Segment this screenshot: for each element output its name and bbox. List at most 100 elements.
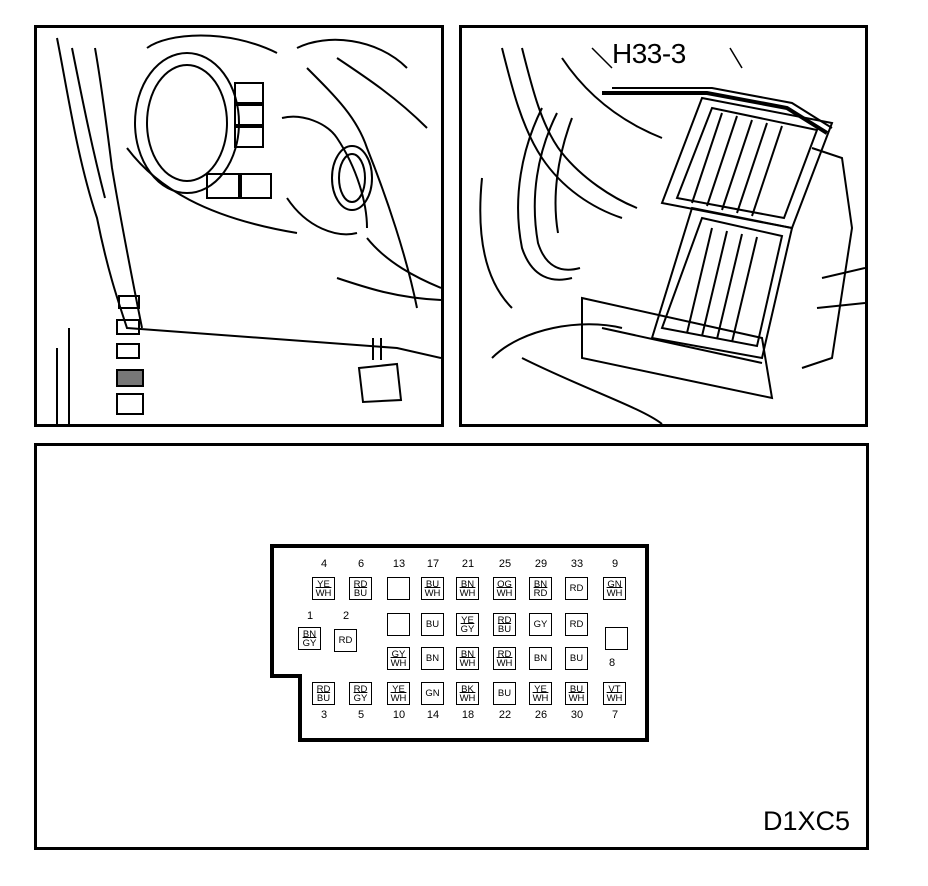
pin-wire-color: BN: [533, 653, 548, 664]
pin-wire-color: BU: [569, 653, 584, 664]
pin-wire-color: RD: [353, 683, 368, 695]
pin-wire-color: WH: [315, 587, 332, 599]
connector-closeup-view: [459, 25, 868, 427]
connector-pinout-panel: [34, 443, 869, 850]
pin-wire-color: YE: [534, 683, 547, 695]
pin-wire-color: WH: [424, 587, 441, 599]
pin-wire-color: RD: [497, 648, 512, 660]
pin-wire-color: BN: [425, 653, 440, 664]
pin-wire-color: GY: [391, 648, 406, 660]
pin-31: GY: [529, 613, 552, 636]
pin-wire-color: BU: [497, 688, 512, 699]
connector-callout-label: H33-3: [612, 38, 686, 69]
pin-wire-color: GY: [353, 692, 368, 704]
pin-wire-color: RD: [353, 578, 368, 590]
pin-wire-color: GN: [425, 688, 440, 699]
pin-number: 22: [498, 709, 512, 721]
pin-wire-color: WH: [496, 657, 513, 669]
pin-number: 10: [392, 709, 406, 721]
pin-wire-color: GY: [533, 619, 548, 630]
pin-wire-color: WH: [568, 692, 585, 704]
pin-wire-color: WH: [532, 692, 549, 704]
pin-16: BN: [421, 647, 444, 670]
pin-wire-color: RD: [338, 635, 353, 646]
pin-wire-color: RD: [316, 683, 331, 695]
pin-number: 26: [534, 709, 548, 721]
pin-number: 18: [461, 709, 475, 721]
pin-wire-color: BN: [533, 578, 548, 590]
pin-number: 3: [320, 709, 328, 721]
pin-wire-color: BN: [460, 578, 475, 590]
pin-35: RD: [565, 613, 588, 636]
pin-wire-color: GY: [302, 637, 317, 649]
pin-number: 29: [534, 558, 548, 570]
pin-number: 9: [611, 558, 619, 570]
diagram-code: D1XC5: [763, 806, 851, 836]
pin-number: 21: [461, 558, 475, 570]
pin-number: 1: [306, 610, 314, 622]
pin-wire-color: WH: [390, 657, 407, 669]
pin-wire-color: WH: [606, 587, 623, 599]
pin-wire-color: RD: [569, 619, 584, 630]
dashboard-drawing: [56, 34, 441, 424]
pin-wire-color: WH: [459, 692, 476, 704]
pin-wire-color: BN: [302, 628, 317, 640]
pin-wire-color: BU: [425, 578, 440, 590]
pin-8: [605, 627, 628, 650]
pin-32: BU: [565, 647, 588, 670]
pin-number: 4: [320, 558, 328, 570]
pin-number: 17: [426, 558, 440, 570]
pin-wire-color: BN: [460, 648, 475, 660]
pin-wire-color: BU: [497, 623, 512, 635]
pin-28: BN: [529, 647, 552, 670]
pin-wire-color: RD: [569, 583, 584, 594]
pin-wire-color: BK: [461, 683, 474, 695]
pin-15: [387, 613, 410, 636]
pin-number: 7: [611, 709, 619, 721]
pin-wire-color: YE: [461, 614, 474, 626]
pin-number: 2: [342, 610, 350, 622]
pin-wire-color: YE: [317, 578, 330, 590]
pin-wire-color: RD: [497, 614, 512, 626]
pin-13: [387, 577, 410, 600]
pin-22: BU: [493, 682, 516, 705]
pin-wire-color: WH: [459, 657, 476, 669]
pin-wire-color: GN: [607, 578, 622, 590]
pin-wire-color: OG: [497, 578, 512, 590]
pin-33: RD: [565, 577, 588, 600]
pin-wire-color: WH: [390, 692, 407, 704]
pin-number: 14: [426, 709, 440, 721]
pin-14: GN: [421, 682, 444, 705]
connector-drawing: [479, 47, 865, 424]
pin-wire-color: VT: [608, 683, 621, 695]
pin-wire-color: YE: [392, 683, 405, 695]
pin-wire-color: BU: [353, 587, 368, 599]
pin-wire-color: BU: [569, 683, 584, 695]
pin-number: 8: [608, 657, 616, 669]
pin-wire-color: WH: [606, 692, 623, 704]
pin-number: 25: [498, 558, 512, 570]
dashboard-location-view: [34, 25, 444, 427]
